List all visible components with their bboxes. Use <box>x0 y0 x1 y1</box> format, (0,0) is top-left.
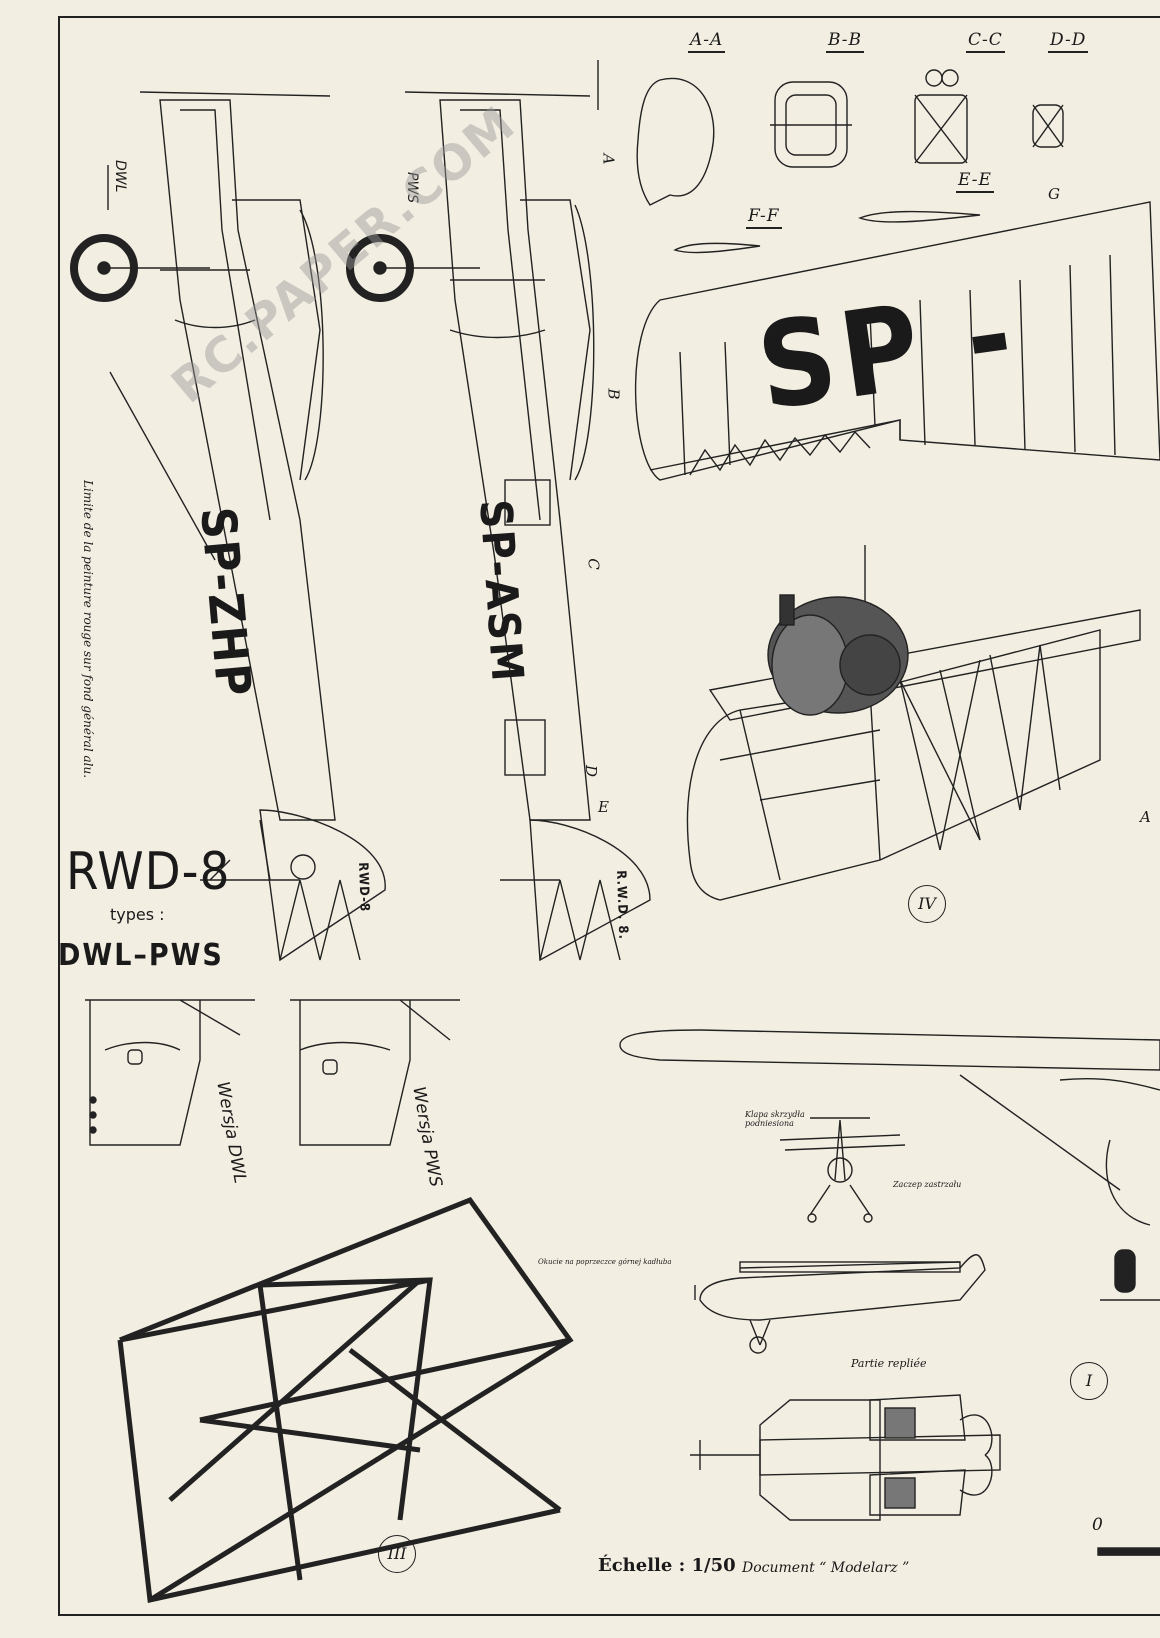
aircraft-front-view-small <box>779 1117 906 1223</box>
wheel-dwl <box>70 234 138 302</box>
aircraft-side-view <box>619 1029 1160 1301</box>
fuselage-top-view-dwl <box>107 91 386 962</box>
marker-a: A <box>599 153 618 165</box>
types-label: types : <box>110 905 165 924</box>
section-f-f <box>673 242 761 254</box>
aircraft-subtitle: DWL–PWS <box>58 938 224 973</box>
section-label-a-a: A-A <box>687 30 726 53</box>
aircraft-top-view-folded <box>690 1394 1001 1521</box>
scale-zero: 0 <box>1092 1515 1103 1535</box>
cowl-version-dwl <box>85 999 255 1146</box>
marker-e: E <box>598 798 609 816</box>
tail-label-pws: R.W.D. 8. <box>613 870 631 941</box>
section-b-b <box>770 81 852 168</box>
section-d-d <box>1032 104 1064 148</box>
tail-label-dwl: RWD-8 <box>355 862 372 913</box>
fuselage-frame-perspective <box>686 545 1141 901</box>
marker-c: C <box>584 558 603 570</box>
note-flap: Klapa skrzydła podniesiona <box>745 1110 805 1128</box>
note-lock: Zaczep zastrzału <box>893 1180 962 1189</box>
marker-b: B <box>604 388 623 400</box>
section-label-d-d: D-D <box>1047 30 1089 53</box>
section-label-e-e: E-E <box>956 170 994 193</box>
aircraft-side-view-small <box>694 1254 986 1354</box>
aircraft-title: RWD-8 <box>66 842 231 902</box>
scale-label: Échelle : 1/50 <box>598 1555 736 1576</box>
view-number-i: I <box>1070 1362 1108 1400</box>
cowl-version-pws <box>290 999 460 1146</box>
label-pws-side: PWS <box>404 172 420 204</box>
view-number-iv: IV <box>908 885 946 923</box>
marker-g: G <box>1048 185 1060 203</box>
view-number-iii: III <box>378 1535 416 1573</box>
document-source: Document “ Modelarz ” <box>742 1560 910 1576</box>
marker-a-right: A <box>1140 808 1151 826</box>
section-label-b-b: B-B <box>825 30 865 53</box>
section-e-e <box>858 210 981 223</box>
section-a-a <box>636 77 715 206</box>
note-folded: Partie repliée <box>851 1357 927 1370</box>
paint-limit-note: Limite de la peinture rouge sur fond gén… <box>81 480 95 779</box>
label-dwl-side: DWL <box>112 160 128 193</box>
wing-plan-view <box>634 201 1160 481</box>
section-label-c-c: C-C <box>966 30 1005 53</box>
marker-d: D <box>582 764 601 778</box>
section-c-c <box>914 69 968 164</box>
tubular-frame-perspective <box>117 1196 574 1604</box>
section-label-f-f: F-F <box>746 206 782 229</box>
drawing-frame <box>58 16 1160 1616</box>
wheel-pws <box>346 234 414 302</box>
note-fitting: Okucie na poprzeczce górnej kadłuba <box>538 1258 672 1266</box>
fuselage-top-view-pws <box>385 60 651 962</box>
scale-bar <box>1097 1547 1160 1556</box>
